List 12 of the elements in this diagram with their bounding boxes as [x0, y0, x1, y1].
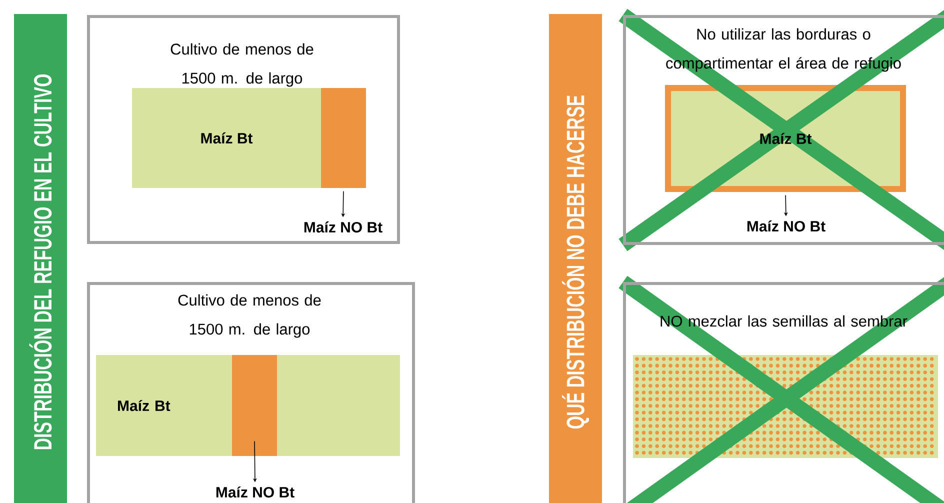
field-label: Maíz NO Bt — [216, 486, 294, 498]
panel — [87, 15, 400, 244]
field-label: Maíz NO Bt — [304, 221, 382, 233]
title-band: DISTRIBUCIÓN DEL REFUGIO EN EL CULTIVO — [14, 14, 67, 503]
refuge-strip — [232, 355, 277, 456]
field-label: Maíz NO Bt — [747, 220, 826, 232]
crop-field: Maíz Bt — [132, 88, 321, 188]
panel-heading: Cultivo de menos de 1500 m. de largo — [170, 43, 314, 87]
refuge-strip — [321, 88, 366, 188]
panel-heading: Cultivo de menos de 1500 m. de largo — [178, 294, 321, 338]
panel — [87, 282, 415, 503]
title-band: QUÉ DISTRIBUCIÓN NO DEBE HACERSE — [549, 14, 602, 503]
